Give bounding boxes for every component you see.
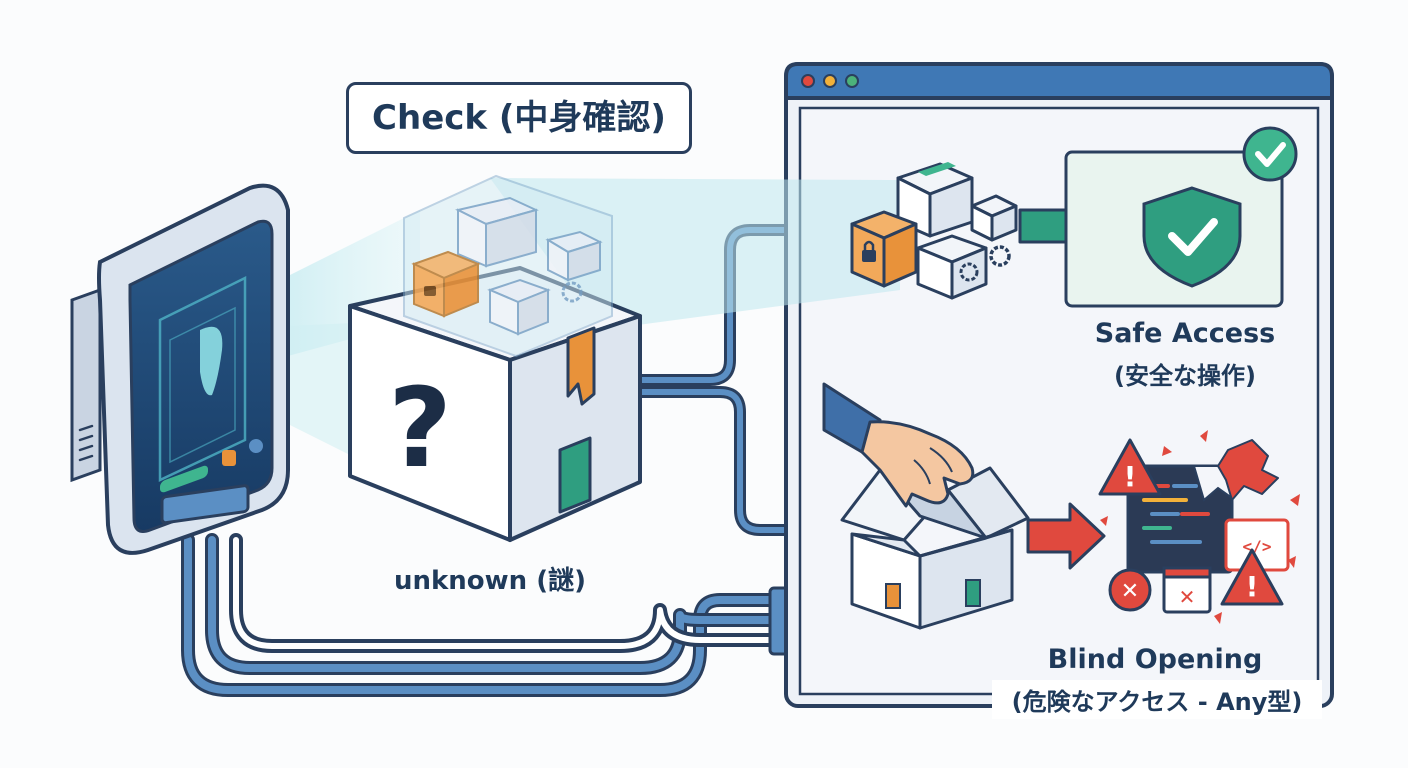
lock-icon [862,250,876,262]
window-maximize-dot [845,74,859,88]
window-close-dot [801,74,815,88]
cables [181,224,906,697]
safe-box-cluster [850,162,1018,300]
opened-box [840,466,1030,630]
gear-icon [989,245,1011,267]
safe-panel [1064,126,1298,308]
safe-access-title: Safe Access [1094,318,1276,349]
code-icon: </> [1243,537,1272,556]
danger-arrow [1026,502,1106,570]
window-minimize-dot [823,74,837,88]
error-icon [1108,568,1152,612]
hand-icon [822,382,975,508]
danger-panel: </> ! ! ✕ ✕ [1098,430,1300,624]
svg-text:!: ! [1246,570,1259,603]
svg-text:!: ! [1124,460,1137,493]
unknown-label: unknown (謎) [393,566,587,596]
scanner-device [70,183,290,555]
warning-icon [1220,548,1284,606]
check-badge-icon [1242,126,1298,182]
box-contents-preview [403,174,613,358]
question-mark-icon: ? [388,364,452,492]
safe-access-subtitle: (安全な操作) [1114,362,1256,390]
warning-icon [1098,438,1162,496]
svg-text:✕: ✕ [1121,579,1139,604]
shield-icon [1142,186,1242,288]
check-label: Check (中身確認) [346,82,692,154]
svg-text:✕: ✕ [1179,585,1196,609]
explosion-icon [1217,439,1279,501]
projection-beam [490,178,900,330]
gear-icon [959,262,979,282]
blind-opening-subtitle: (危険なアクセス - Any型) [992,680,1322,719]
blind-opening-title: Blind Opening [1047,644,1263,675]
